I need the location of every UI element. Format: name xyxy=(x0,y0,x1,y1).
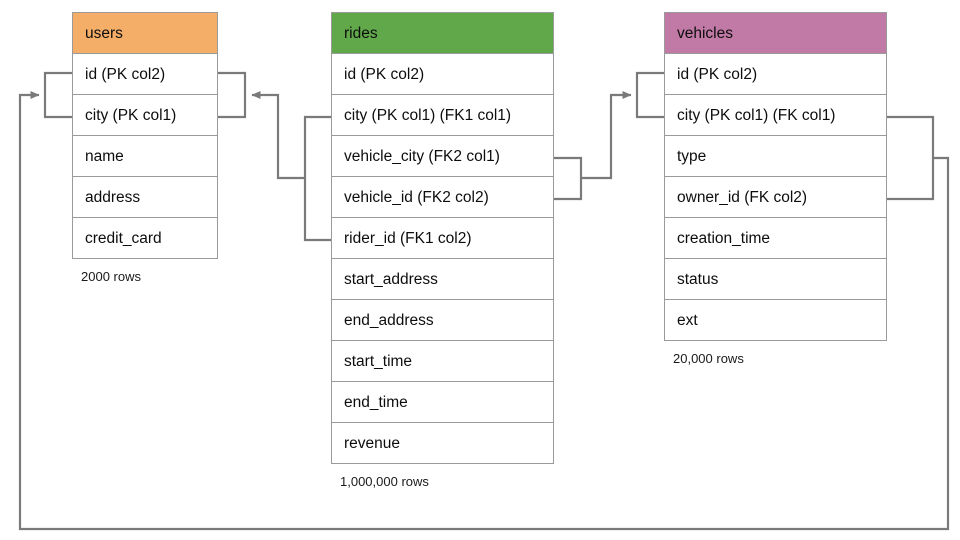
vehicles-left-pk-bracket xyxy=(635,71,664,119)
column-row[interactable]: id (PK col2) xyxy=(332,54,553,95)
row-count-label-users: 2000 rows xyxy=(81,269,141,284)
users-left-pk-bracket xyxy=(43,71,72,119)
table-header-rides: rides xyxy=(332,13,553,54)
column-row[interactable]: vehicle_city (FK2 col1) xyxy=(332,136,553,177)
rides-fk2-bracket xyxy=(554,156,583,201)
column-row[interactable]: city (PK col1) (FK1 col1) xyxy=(332,95,553,136)
column-row[interactable]: owner_id (FK col2) xyxy=(665,177,886,218)
column-row[interactable]: address xyxy=(73,177,217,218)
column-row[interactable]: status xyxy=(665,259,886,300)
row-count-label-vehicles: 20,000 rows xyxy=(673,351,744,366)
column-row[interactable]: end_time xyxy=(332,382,553,423)
column-row[interactable]: start_time xyxy=(332,341,553,382)
rides-fk1-bracket xyxy=(303,115,331,242)
column-row[interactable]: revenue xyxy=(332,423,553,464)
users-right-pk-bracket xyxy=(218,71,247,119)
column-row[interactable]: city (PK col1) (FK col1) xyxy=(665,95,886,136)
column-row[interactable]: end_address xyxy=(332,300,553,341)
table-header-users: users xyxy=(73,13,217,54)
column-row[interactable]: credit_card xyxy=(73,218,217,259)
column-row[interactable]: creation_time xyxy=(665,218,886,259)
column-row[interactable]: start_address xyxy=(332,259,553,300)
table-header-vehicles: vehicles xyxy=(665,13,886,54)
column-row[interactable]: type xyxy=(665,136,886,177)
rides-fk1-to-users-line xyxy=(251,91,305,180)
column-row[interactable]: id (PK col2) xyxy=(665,54,886,95)
vehicles-fk-bracket xyxy=(887,115,935,201)
rides-fk2-to-vehicles-line xyxy=(581,91,632,180)
row-count-label-rides: 1,000,000 rows xyxy=(340,474,429,489)
column-row[interactable]: city (PK col1) xyxy=(73,95,217,136)
column-row[interactable]: vehicle_id (FK2 col2) xyxy=(332,177,553,218)
column-row[interactable]: rider_id (FK1 col2) xyxy=(332,218,553,259)
column-row[interactable]: name xyxy=(73,136,217,177)
column-row[interactable]: id (PK col2) xyxy=(73,54,217,95)
column-row[interactable]: ext xyxy=(665,300,886,341)
